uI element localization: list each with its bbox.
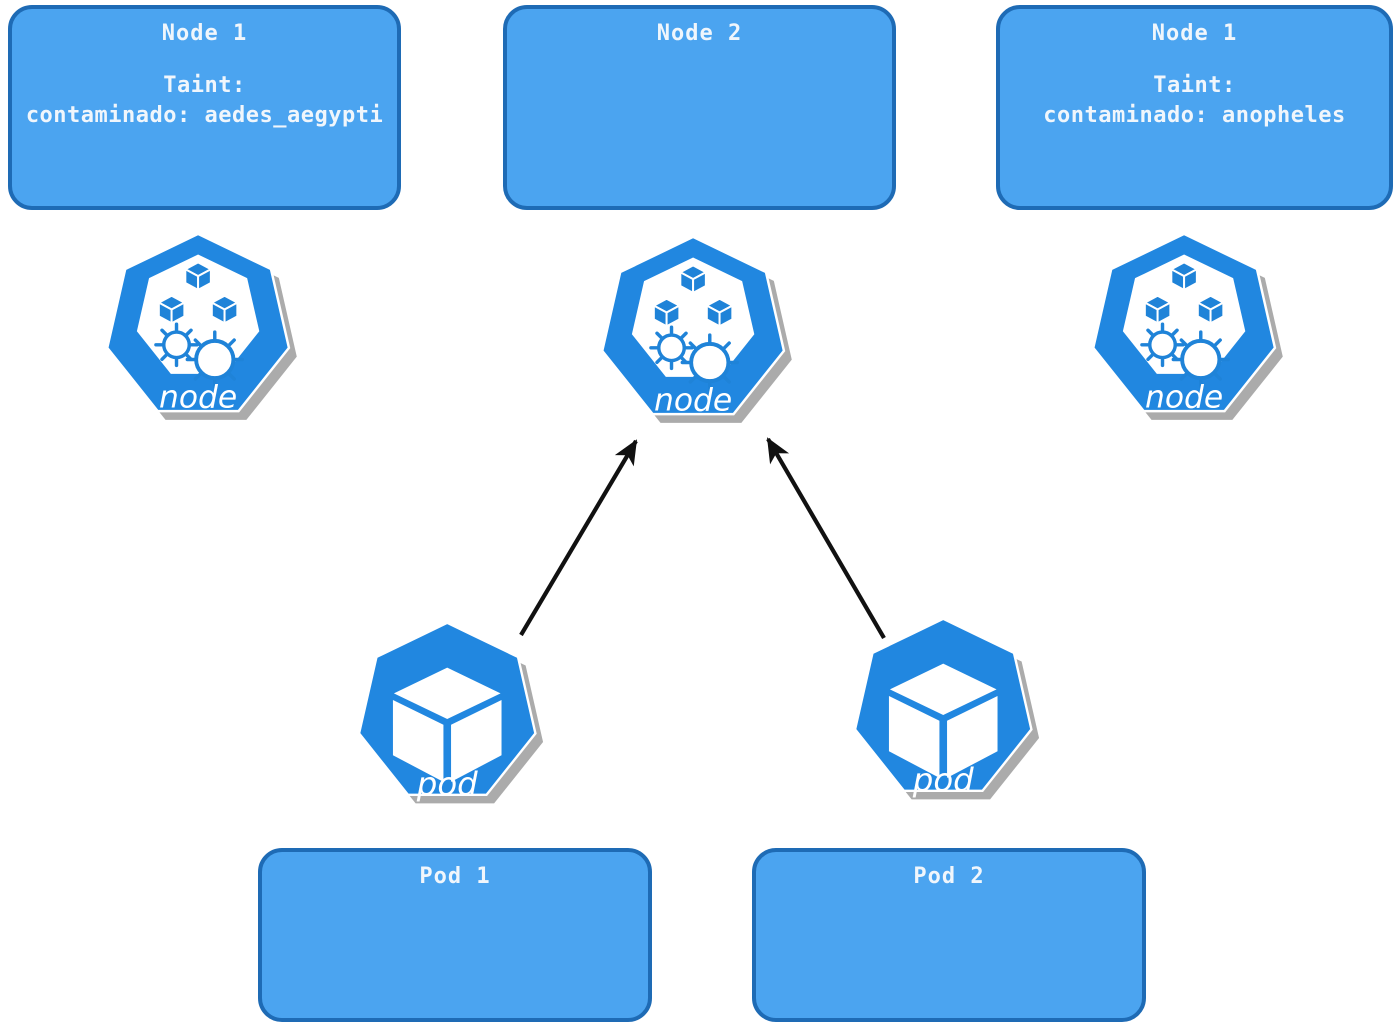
node-2-box: Node 2	[503, 5, 896, 210]
pod-cube-icon	[888, 663, 998, 778]
pod-icon-label: pod	[416, 765, 478, 803]
pod-2-box: Pod 2	[752, 848, 1146, 1022]
taint-value: contaminado: aedes_aegypti	[25, 103, 384, 128]
cubes-icon	[1143, 261, 1225, 325]
cubes-icon	[157, 261, 239, 325]
taint-label: Taint:	[1153, 73, 1236, 98]
node-1-left-box: Node 1 Taint: contaminado: aedes_aegypti	[8, 5, 401, 210]
node-box-title: Node 2	[656, 21, 743, 46]
kubernetes-node-icon: node	[1091, 232, 1283, 420]
pod-box-title: Pod 1	[419, 864, 491, 889]
pod-1-box: Pod 1	[258, 848, 652, 1022]
kubernetes-pod-icon: pod	[357, 621, 544, 804]
pod-cube-icon	[392, 667, 502, 782]
node-1-right-box: Node 1 Taint: contaminado: anopheles	[996, 5, 1393, 210]
node-icon-label: node	[1145, 380, 1223, 416]
taint-text: Taint: contaminado: anopheles	[1000, 71, 1389, 131]
node-icon-label: node	[159, 380, 237, 416]
pod2-to-node2-arrow	[766, 437, 886, 640]
kubernetes-node-icon: node	[600, 235, 792, 423]
pod-box-title: Pod 2	[913, 864, 985, 889]
pod1-to-node2-arrow	[519, 439, 638, 637]
kubernetes-node-icon: node	[105, 232, 297, 420]
cubes-icon	[652, 264, 734, 328]
pod-icon-label: pod	[912, 761, 974, 799]
node-box-title: Node 1	[1151, 21, 1238, 46]
kubernetes-pod-icon: pod	[853, 617, 1040, 800]
taint-text: Taint: contaminado: aedes_aegypti	[12, 71, 397, 131]
node-box-title: Node 1	[161, 21, 248, 46]
sun-icon	[154, 322, 244, 389]
taint-label: Taint:	[163, 73, 246, 98]
node-icon-label: node	[654, 383, 732, 419]
sun-icon	[1140, 322, 1230, 389]
taint-value: contaminado: anopheles	[1043, 103, 1346, 128]
sun-icon	[649, 325, 739, 392]
